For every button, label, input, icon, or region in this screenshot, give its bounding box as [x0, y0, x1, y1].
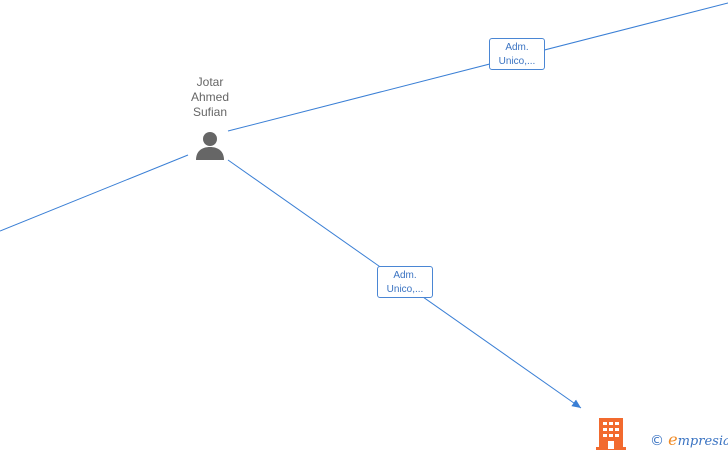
edge-role-line2: Unico,... [386, 284, 424, 295]
edge-left-offscreen [0, 154, 189, 232]
empresia-watermark: © empresia [650, 430, 728, 449]
person-icon[interactable] [195, 131, 225, 161]
edge-top-right-offscreen [227, 2, 728, 132]
edge-role-line1: Adm. [505, 42, 529, 53]
edge-role-label[interactable]: Adm. Unico,... [377, 266, 433, 298]
copyright-symbol: © [650, 433, 664, 449]
brand-name: mpresia [677, 434, 728, 449]
brand-initial: e [668, 430, 678, 449]
edge-role-label[interactable]: Adm. Unico,... [489, 38, 545, 70]
company-building-icon[interactable] [596, 418, 626, 450]
edge-role-line1: Adm. [393, 270, 417, 281]
edge-role-line2: Unico,... [498, 56, 536, 67]
person-name[interactable]: Jotar Ahmed Sufian [190, 75, 230, 119]
